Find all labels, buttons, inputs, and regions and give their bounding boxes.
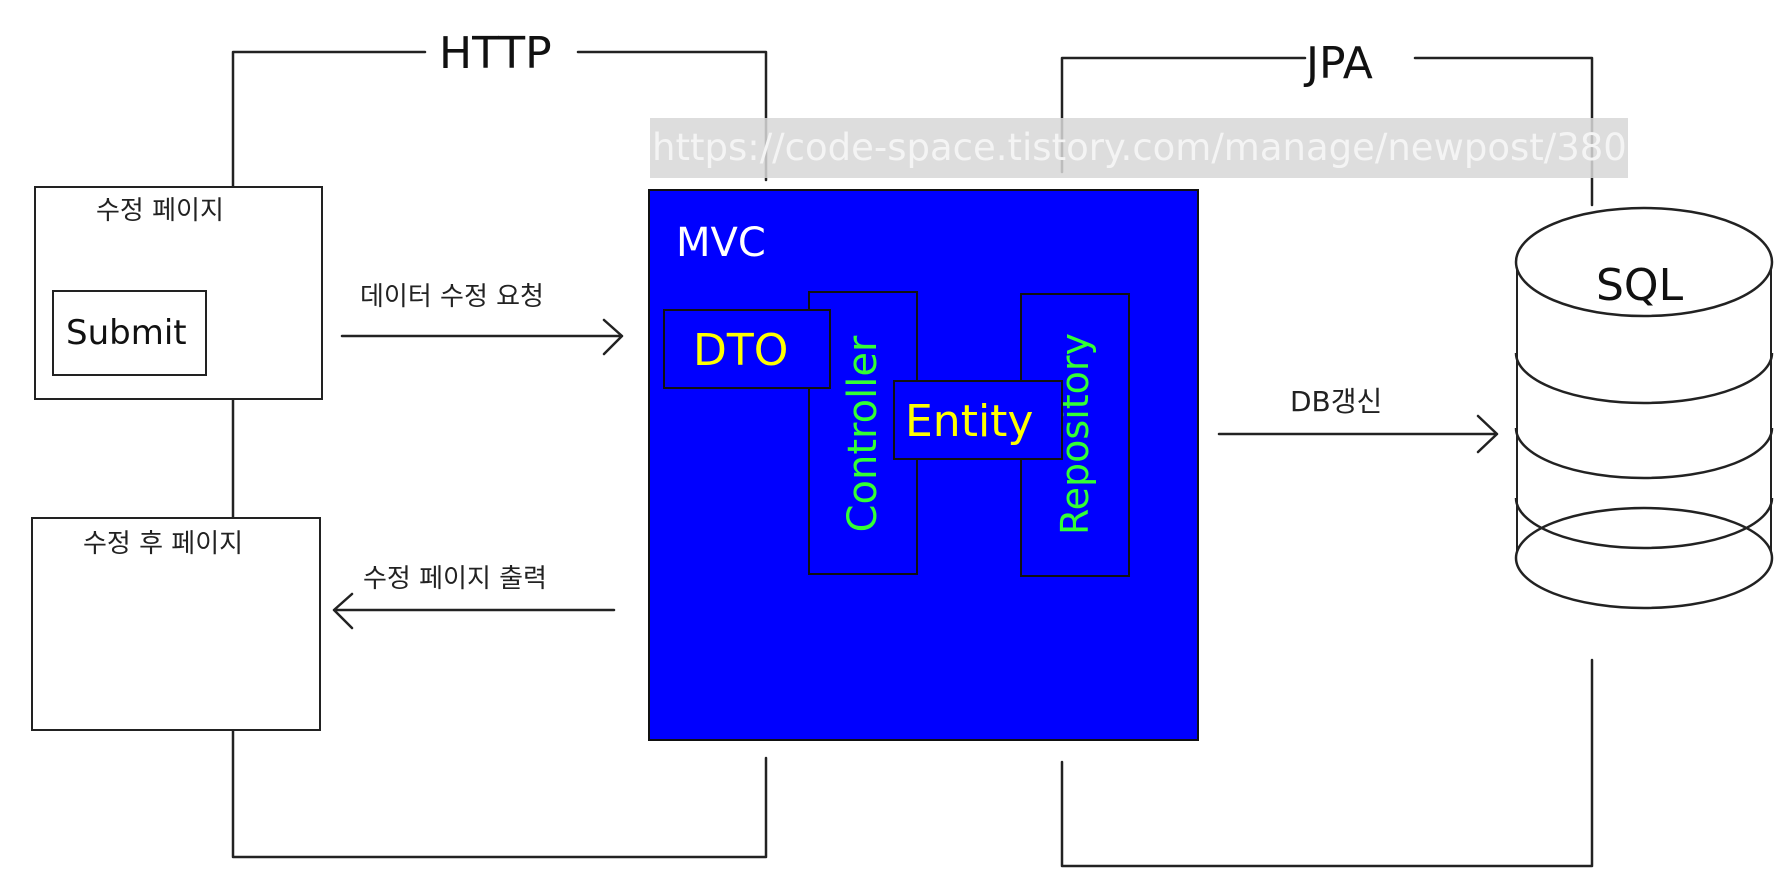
request-arrow: [340, 318, 624, 356]
http-label: HTTP: [439, 28, 552, 79]
response-label: 수정 페이지 출력: [363, 564, 547, 594]
database-bottom: [1514, 506, 1774, 610]
database-ring-1: [1514, 352, 1774, 405]
db-update-label: DB갱신: [1290, 385, 1383, 418]
http-return-connector: [231, 726, 768, 859]
submit-button-label: Submit: [66, 313, 187, 353]
jpa-return-connector: [1060, 658, 1594, 868]
edit-page-title: 수정 페이지: [96, 196, 224, 226]
dto-label: DTO: [693, 325, 789, 376]
after-edit-page-box: 수정 후 페이지: [31, 517, 321, 731]
database-ring-3: [1514, 497, 1774, 550]
mvc-title: MVC: [676, 220, 766, 266]
mvc-block: MVC DTO Controller Repository Entity: [648, 189, 1199, 741]
response-arrow: [332, 592, 616, 630]
after-edit-page-title: 수정 후 페이지: [83, 529, 244, 559]
url-watermark: https://code-space.tistory.com/manage/ne…: [650, 118, 1628, 178]
database-label: SQL: [1596, 260, 1684, 311]
jpa-label: JPA: [1306, 38, 1373, 89]
database-ring-2: [1514, 427, 1774, 480]
request-label: 데이터 수정 요청: [360, 282, 544, 312]
submit-button[interactable]: Submit: [52, 290, 207, 376]
database-top: [1514, 206, 1774, 318]
edit-page-box: 수정 페이지 Submit: [34, 186, 323, 400]
entity-label: Entity: [905, 396, 1034, 447]
dto-box: DTO: [663, 309, 831, 389]
entity-box: Entity: [893, 380, 1063, 460]
db-update-arrow: [1217, 414, 1499, 454]
